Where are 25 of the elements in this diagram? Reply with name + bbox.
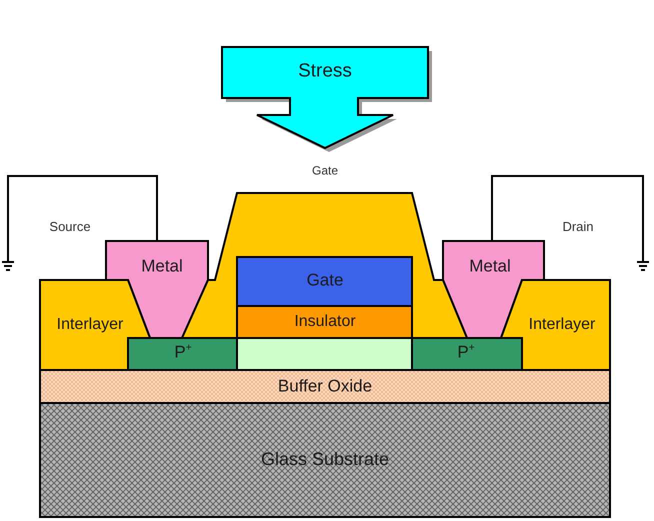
gate-electrode [236, 256, 413, 307]
buffer-oxide-layer [39, 369, 611, 404]
glass-substrate [39, 402, 611, 518]
terminal-label: Drain [562, 220, 594, 234]
layer-label: Insulator [294, 313, 356, 331]
wire [7, 175, 158, 258]
terminal-label: Source [49, 220, 91, 234]
wire [491, 175, 644, 258]
layer-label: Buffer Oxide [278, 378, 372, 396]
insulator-layer [236, 305, 413, 339]
layer-label: Metal [141, 258, 183, 276]
interlayer [181, 192, 468, 339]
layer-label: P$^{+}$ [174, 344, 192, 362]
layer-label: Interlayer [528, 316, 596, 334]
arrow-label: Stress [298, 62, 352, 82]
layer-label: P$^{+}$ [457, 344, 475, 362]
terminal-label: Gate [312, 164, 338, 178]
p-plus-region [411, 337, 523, 371]
layer-label: Metal [469, 258, 511, 276]
layer-label: Gate [306, 272, 344, 290]
stress-arrow [221, 46, 433, 153]
layer-label: Interlayer [56, 316, 124, 334]
p-plus-region [127, 337, 238, 371]
ground-icon [636, 257, 650, 272]
ground-icon [1, 257, 15, 272]
